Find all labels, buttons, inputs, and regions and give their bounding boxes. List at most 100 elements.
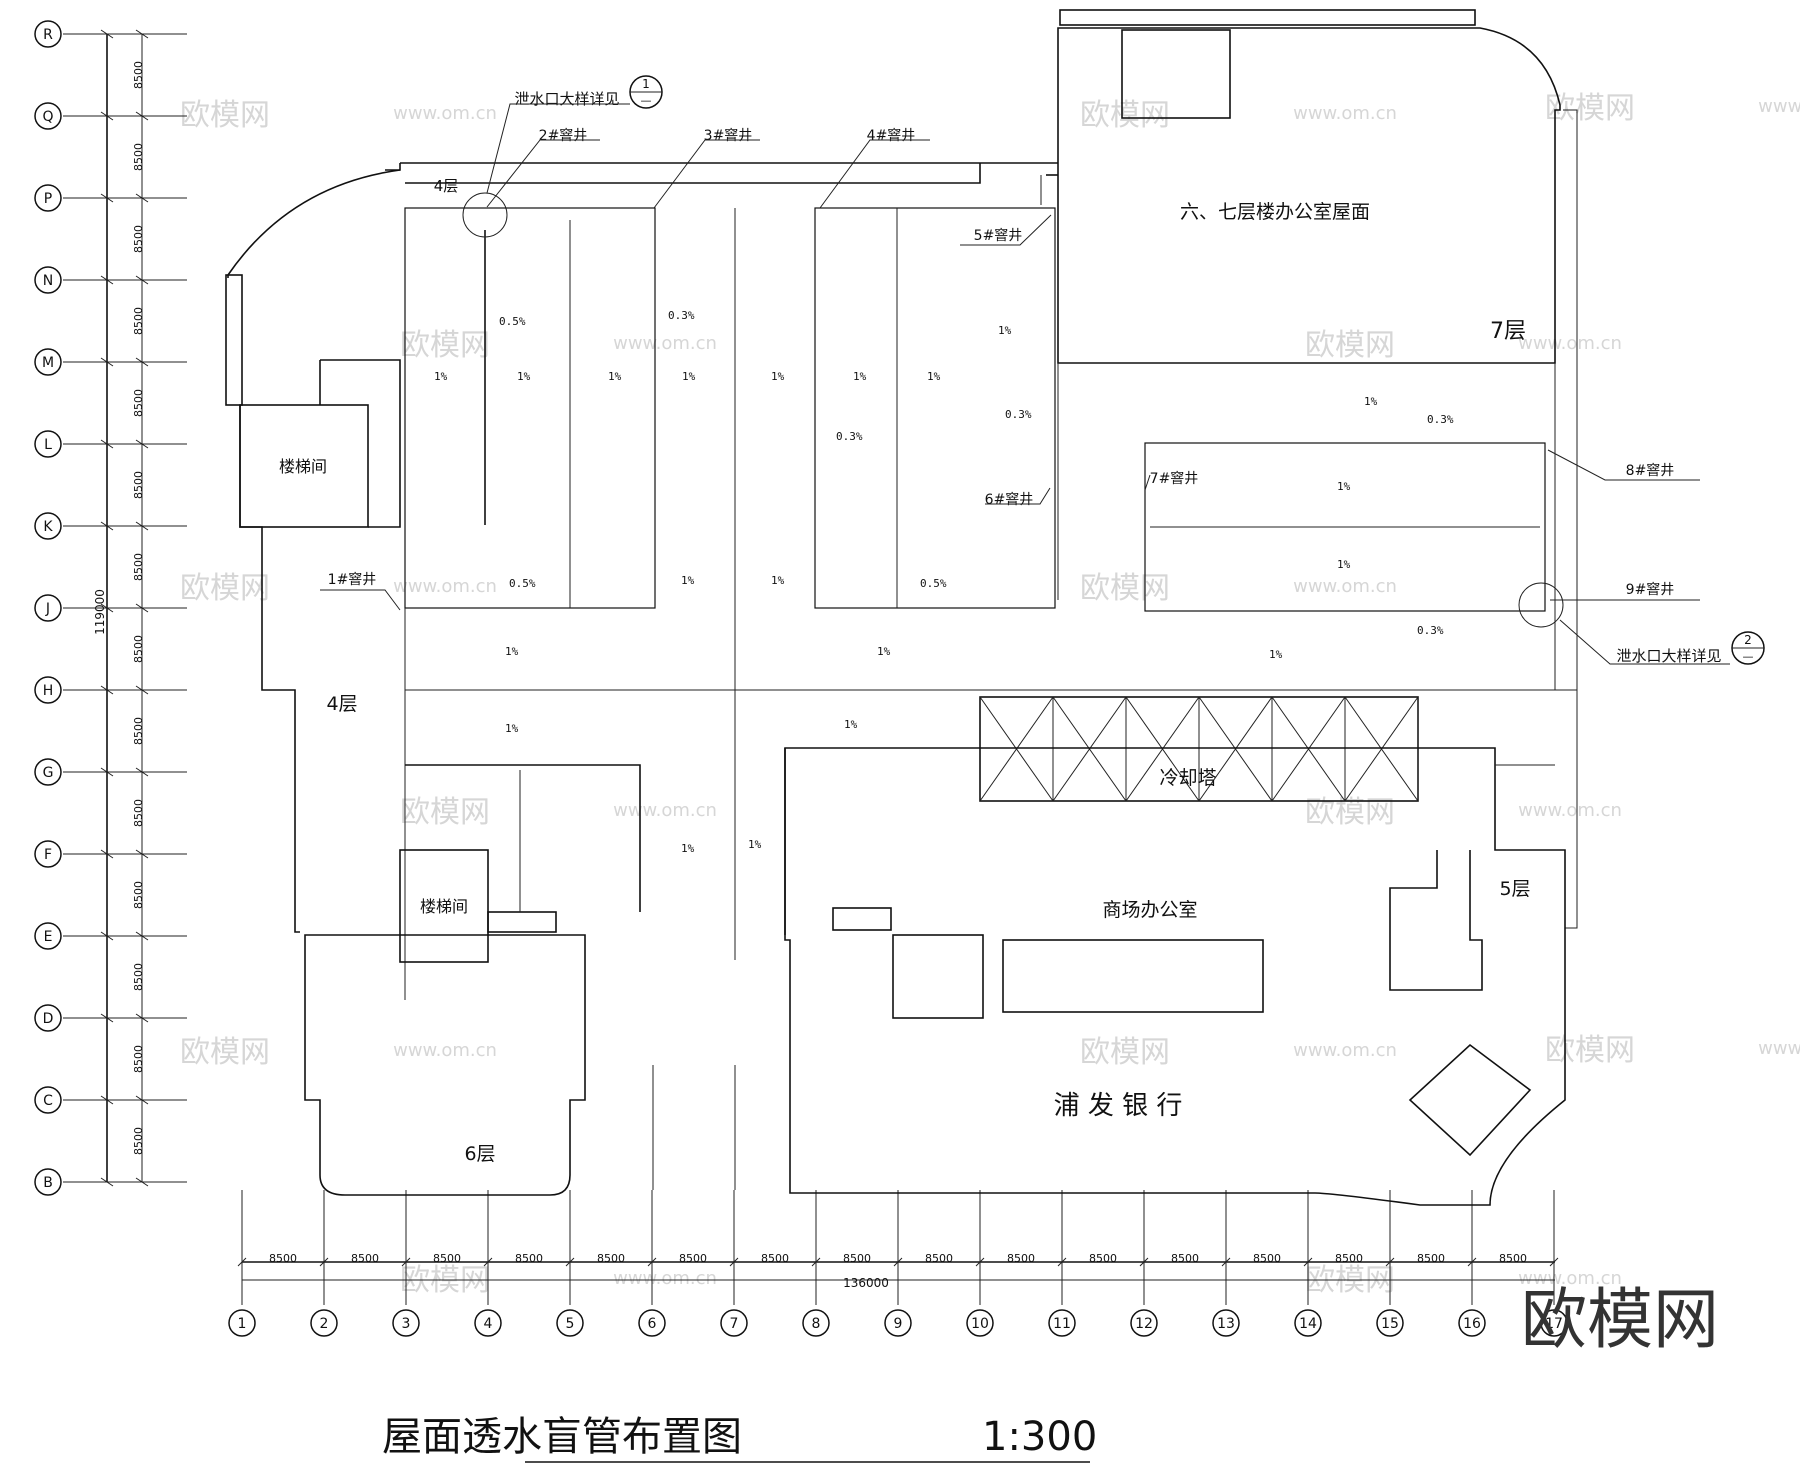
column-spacing-dimension: 8500: [843, 1252, 871, 1265]
drawing-title: 屋面透水盲管布置图: [382, 1414, 742, 1460]
bank-label: 浦 发 银 行: [1054, 1091, 1183, 1121]
column-axis-bubble-6: [638, 1309, 666, 1337]
column-spacing-dimension: 8500: [515, 1252, 543, 1265]
outlet-detail-1-num: 1: [642, 77, 650, 91]
row-spacing-dimension: 8500: [132, 1045, 145, 1073]
column-axis-bubble-12: [1130, 1309, 1158, 1337]
site-watermark-faint: www.om.cn: [1518, 1268, 1622, 1289]
column-axis-label-10: 10: [971, 1316, 989, 1332]
row-axis-bubble-F: [34, 840, 62, 868]
row-axis-bubble-M: [34, 348, 62, 376]
row-axis-label-P: P: [44, 191, 52, 207]
slope-1-f: 1%: [853, 370, 867, 383]
total-vertical-dimension: 119000: [93, 589, 107, 635]
brand-watermark-faint: 欧模网: [180, 1035, 270, 1070]
slope-1-j: 1%: [1337, 480, 1351, 493]
well-5-label: 5#窨井: [974, 227, 1023, 244]
slope-1-g: 1%: [927, 370, 941, 383]
row-axis-label-C: C: [43, 1093, 53, 1109]
slope-1-p: 1%: [1269, 648, 1283, 661]
column-axis-label-8: 8: [812, 1316, 821, 1332]
floor-5-label: 5层: [1499, 878, 1530, 900]
slope-1-s: 1%: [681, 842, 695, 855]
outlet-detail-2-num: 2: [1744, 633, 1752, 647]
column-axis-bubble-16: [1458, 1309, 1486, 1337]
site-watermark-faint: www.om.cn: [1758, 96, 1800, 117]
slope-03-b: 0.3%: [836, 430, 863, 443]
row-axis-bubble-P: [34, 184, 62, 212]
column-axis-label-5: 5: [566, 1316, 575, 1332]
row-axis-bubble-L: [34, 430, 62, 458]
row-axis-label-G: G: [43, 765, 54, 781]
site-watermark-faint: www.om.cn: [613, 800, 717, 821]
column-axis-label-2: 2: [320, 1316, 329, 1332]
row-axis-bubble-J: [34, 594, 62, 622]
slope-1-d: 1%: [682, 370, 696, 383]
well-7-label: 7#窨井: [1150, 470, 1199, 487]
slope-1-m: 1%: [771, 574, 785, 587]
brand-watermark-faint: 欧模网: [400, 328, 490, 363]
brand-watermark-faint: 欧模网: [1080, 98, 1170, 133]
column-spacing-dimension: 8500: [1499, 1252, 1527, 1265]
column-axis-bubble-11: [1048, 1309, 1076, 1337]
slope-1-c: 1%: [608, 370, 622, 383]
row-axis-label-K: K: [43, 519, 53, 535]
row-axis-label-M: M: [42, 355, 54, 371]
building-outline: [225, 9, 1578, 1206]
watermark-layer: 欧模网 www.om.cn 欧模网 www.om.cn 欧模网 www.om.cn 欧模网 w…: [180, 91, 1800, 1298]
column-axis-label-12: 12: [1135, 1316, 1153, 1332]
slope-03-d: 0.3%: [1427, 413, 1454, 426]
office-roof-label: 六、七层楼办公室屋面: [1180, 201, 1370, 223]
row-spacing-dimension: 8500: [132, 553, 145, 581]
column-axis-label-11: 11: [1053, 1316, 1071, 1332]
row-spacing-dimension: 8500: [132, 963, 145, 991]
column-axis-bubble-5: [556, 1309, 584, 1337]
brand-watermark-faint: 欧模网: [1080, 571, 1170, 606]
row-axis-bubble-C: [34, 1086, 62, 1114]
slope-1-q: 1%: [505, 722, 519, 735]
column-axis-bubble-8: [802, 1309, 830, 1337]
slope-05-a: 0.5%: [499, 315, 526, 328]
site-watermark-faint: www.om.cn: [1758, 1038, 1800, 1059]
row-axis-label-J: J: [45, 601, 50, 617]
row-axis-label-F: F: [44, 847, 52, 863]
row-axis-bubble-D: [34, 1004, 62, 1032]
brand-watermark-faint: 欧模网: [180, 98, 270, 133]
well-6-label: 6#窨井: [985, 491, 1034, 508]
row-axis-label-E: E: [44, 929, 53, 945]
column-axis-bubble-1: [228, 1309, 256, 1337]
row-axis-bubble-H: [34, 676, 62, 704]
slope-1-t: 1%: [748, 838, 762, 851]
column-spacing-dimension: 8500: [679, 1252, 707, 1265]
row-axis-bubble-Q: [34, 102, 62, 130]
floor-6-label: 6层: [464, 1143, 495, 1165]
outlet-detail-2-text: 泄水口大样详见: [1616, 647, 1721, 665]
well-8-label: 8#窨井: [1626, 462, 1675, 479]
slope-1-b: 1%: [517, 370, 531, 383]
well-3-label: 3#窨井: [704, 127, 753, 144]
row-spacing-dimension: 8500: [132, 881, 145, 909]
cooling-tower-grid: [979, 696, 1419, 802]
column-axis-label-13: 13: [1217, 1316, 1235, 1332]
plan-labels: 六、七层楼办公室屋面 7层 4层 4层 6层 5层 楼梯间 楼梯间 冷却塔 商场…: [279, 75, 1765, 1165]
row-axis-bubble-E: [34, 922, 62, 950]
row-axis-label-B: B: [43, 1175, 53, 1191]
column-axis-bubble-4: [474, 1309, 502, 1337]
site-watermark-faint: www.om.cn: [393, 576, 497, 597]
row-spacing-dimension: 8500: [132, 307, 145, 335]
row-axis-grid: R8500Q8500P8500N8500M8500L8500K8500J8500…: [34, 20, 187, 1196]
site-watermark-faint: www.om.cn: [393, 1040, 497, 1061]
column-axis-bubble-3: [392, 1309, 420, 1337]
site-watermark-faint: www.om.cn: [1293, 576, 1397, 597]
column-axis-bubble-2: [310, 1309, 338, 1337]
well-2-label: 2#窨井: [539, 127, 588, 144]
row-spacing-dimension: 8500: [132, 635, 145, 663]
row-spacing-dimension: 8500: [132, 389, 145, 417]
column-axis-grid: 1850028500385004850058500685007850088500…: [228, 1190, 1568, 1337]
well-1-label: 1#窨井: [328, 571, 377, 588]
column-axis-label-15: 15: [1381, 1316, 1399, 1332]
stair-label-upper: 楼梯间: [279, 457, 327, 476]
row-axis-label-Q: Q: [42, 109, 53, 125]
brand-watermark-faint: 欧模网: [1545, 1033, 1635, 1068]
